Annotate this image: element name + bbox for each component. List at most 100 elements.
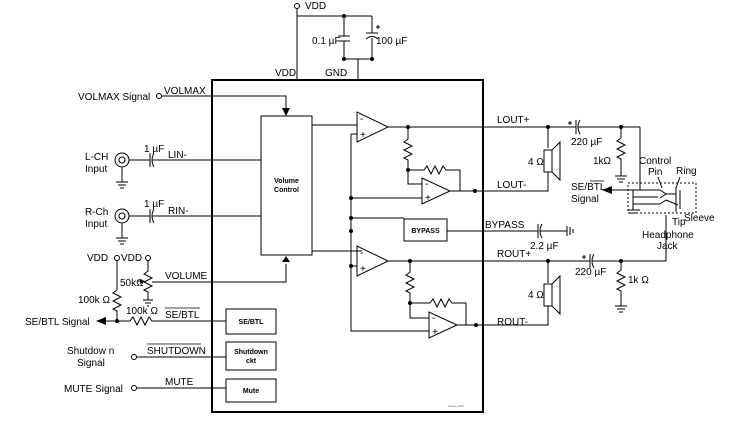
se-btl-signal-label-2: Signal <box>571 194 599 205</box>
rch-label-1: R-Ch <box>85 207 108 218</box>
bypass-wire <box>447 223 574 239</box>
r100k-a-label: 100k Ω <box>78 295 110 306</box>
ic-outline <box>211 79 484 413</box>
rout-plus-label: ROUT+ <box>497 249 531 260</box>
r50k-label: 50kΩ <box>120 278 144 289</box>
lout-plus-label: LOUT+ <box>497 115 530 126</box>
ground-icon <box>116 167 128 189</box>
cap-220uF-r <box>582 215 667 269</box>
lin-label: LIN- <box>168 150 187 161</box>
ground-icon <box>116 223 128 245</box>
junction-dot <box>546 125 550 129</box>
vdd-b-label: VDD <box>121 253 142 264</box>
junction-dot <box>349 229 353 233</box>
volmax-input: VOLMAX Signal VOLMAX <box>78 86 290 116</box>
jack-contacts <box>628 189 660 214</box>
volmax-label: VOLMAX <box>164 86 206 97</box>
volume-label: VOLUME <box>165 271 208 282</box>
cap-l-label: 220 µF <box>571 137 602 148</box>
lcap-label: 1 µF <box>144 144 164 155</box>
lch-label-2: Input <box>85 164 107 175</box>
junction-dot <box>342 57 346 61</box>
vdd-a-label: VDD <box>87 253 108 264</box>
r4-r-label: 4 Ω <box>528 290 544 301</box>
bypass-cap-label: 2.2 µF <box>530 241 559 252</box>
mute-block-label: Mute <box>243 388 259 395</box>
minus-sign: - <box>432 313 435 324</box>
speaker-cone <box>551 274 561 316</box>
resistor-100k-a <box>111 261 123 320</box>
cap-220uF-l <box>558 119 640 135</box>
sebtl-wire <box>106 315 226 327</box>
gnd-wire <box>344 58 372 80</box>
leader-line <box>675 176 681 189</box>
shutdown-label-2: Signal <box>77 358 105 369</box>
cap-0.1uF <box>338 16 350 59</box>
volume-pot-network: VDD VDD 100k Ω 50kΩ VOLUME <box>78 253 290 320</box>
rca-jack-center <box>118 212 126 220</box>
volmax-terminal <box>156 93 162 99</box>
leader-line <box>657 176 663 189</box>
vdd-top-label: VDD <box>305 1 326 12</box>
resistor-1k-l <box>615 127 627 183</box>
jack-label-1: Headphone <box>642 230 694 241</box>
speaker-icon <box>543 149 553 173</box>
vdd-terminal <box>145 255 151 261</box>
shutdown-terminal <box>131 354 137 360</box>
vdd-terminal <box>294 3 300 9</box>
left-output: LOUT+ LOUT- 4 Ω 220 µF 1kΩ <box>492 115 641 192</box>
headphone-jack: SE/BTL Signal Control Pin Ring Tip Sleev… <box>571 156 715 252</box>
junction-dot <box>115 319 119 323</box>
shutdown-label-1: Shutdow n <box>67 346 114 357</box>
rch-label-2: Input <box>85 219 107 230</box>
shutdown-block-line1: Shutdown <box>234 349 268 356</box>
r4-l-label: 4 Ω <box>528 157 544 168</box>
sebtl-block <box>225 308 277 335</box>
minus-sign: - <box>360 114 363 125</box>
speaker-wire <box>492 261 549 326</box>
rch-input: R-Ch Input 1 µF RIN- <box>85 199 261 245</box>
right-amplifier-section: - + - + <box>351 245 586 339</box>
speaker-icon <box>543 283 553 307</box>
junction-dot <box>473 189 477 193</box>
minus-sign: - <box>360 248 363 259</box>
rout-minus-wire <box>409 297 492 326</box>
amp-rout-minus <box>428 311 459 339</box>
sebtl-label: SE/BTL <box>165 310 200 321</box>
amp-lout-plus <box>356 111 390 143</box>
junction-dot <box>370 57 374 61</box>
vdd-pin-label: VDD <box>275 68 296 79</box>
shutdown-input: Shutdow n Signal SHUTDOWN <box>67 343 226 369</box>
resistor-feedback <box>402 127 414 170</box>
junction-dot <box>406 168 410 172</box>
vdd-wire <box>296 9 372 80</box>
volume-wire <box>152 264 287 283</box>
bypass-label: BYPASS <box>485 220 525 231</box>
mute-terminal <box>131 385 137 391</box>
sleeve-label: Sleeve <box>684 213 715 224</box>
pot-50k <box>142 261 154 307</box>
volume-control-line2: Control <box>274 187 299 194</box>
speaker-wire <box>492 127 549 192</box>
mute-signal-label: MUTE Signal <box>64 384 123 395</box>
resistor-1k-r <box>615 261 627 313</box>
r100k-b-label: 100k Ω <box>126 306 158 317</box>
volume-control-line1: Volume <box>274 178 299 185</box>
rin-label: RIN- <box>168 206 189 217</box>
sebtl-input: SE/BTL Signal 100k Ω SE/BTL <box>25 306 226 328</box>
junction-dot <box>408 259 412 263</box>
arrow-left-icon <box>602 186 612 194</box>
ring-label: Ring <box>676 166 697 177</box>
gnd-pin-label: GND <box>325 68 347 79</box>
sebtl-signal-label: SE/BTL Signal <box>25 317 90 328</box>
jack-plug <box>675 187 681 212</box>
rca-jack-icon <box>114 208 130 224</box>
volmax-wire <box>162 95 287 110</box>
se-btl-signal-label-1: SE/BTL <box>571 182 606 193</box>
mute-label: MUTE <box>165 377 194 388</box>
jack-switch-icon <box>659 189 679 206</box>
lin-wire <box>129 152 261 168</box>
rout-plus-wire <box>351 260 586 267</box>
rcap-label: 1 µF <box>144 199 164 210</box>
